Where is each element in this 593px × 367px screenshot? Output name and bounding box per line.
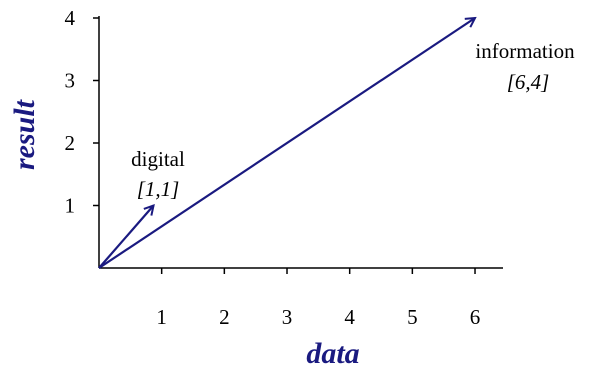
vector-information-arrow: [98, 18, 475, 269]
vector-labels: digital [1,1] information [6,4]: [131, 39, 575, 201]
y-tick-label: 3: [65, 69, 76, 93]
x-tick-label: 5: [407, 305, 418, 329]
x-tick-label: 1: [156, 305, 167, 329]
x-tick-label: 4: [344, 305, 355, 329]
x-tick-label: 3: [282, 305, 293, 329]
vector-information-coord: [6,4]: [507, 70, 550, 94]
y-tick-label: 4: [65, 6, 76, 30]
x-tick-label: 6: [470, 305, 481, 329]
y-tick-label: 2: [65, 131, 76, 155]
y-axis-title: result: [8, 98, 41, 170]
y-tick-label: 1: [65, 194, 76, 218]
vector-digital-arrow: [98, 206, 154, 269]
y-axis-ticks: 1 2 3 4: [65, 6, 99, 218]
vector-digital-coord: [1,1]: [137, 177, 180, 201]
vectors: [98, 18, 475, 269]
x-tick-label: 2: [219, 305, 230, 329]
x-axis-ticks: 1 2 3 4 5 6: [156, 268, 480, 329]
vector-information-label: information: [475, 39, 575, 63]
x-axis-title: data: [306, 337, 359, 367]
vector-digital-label: digital: [131, 147, 185, 171]
